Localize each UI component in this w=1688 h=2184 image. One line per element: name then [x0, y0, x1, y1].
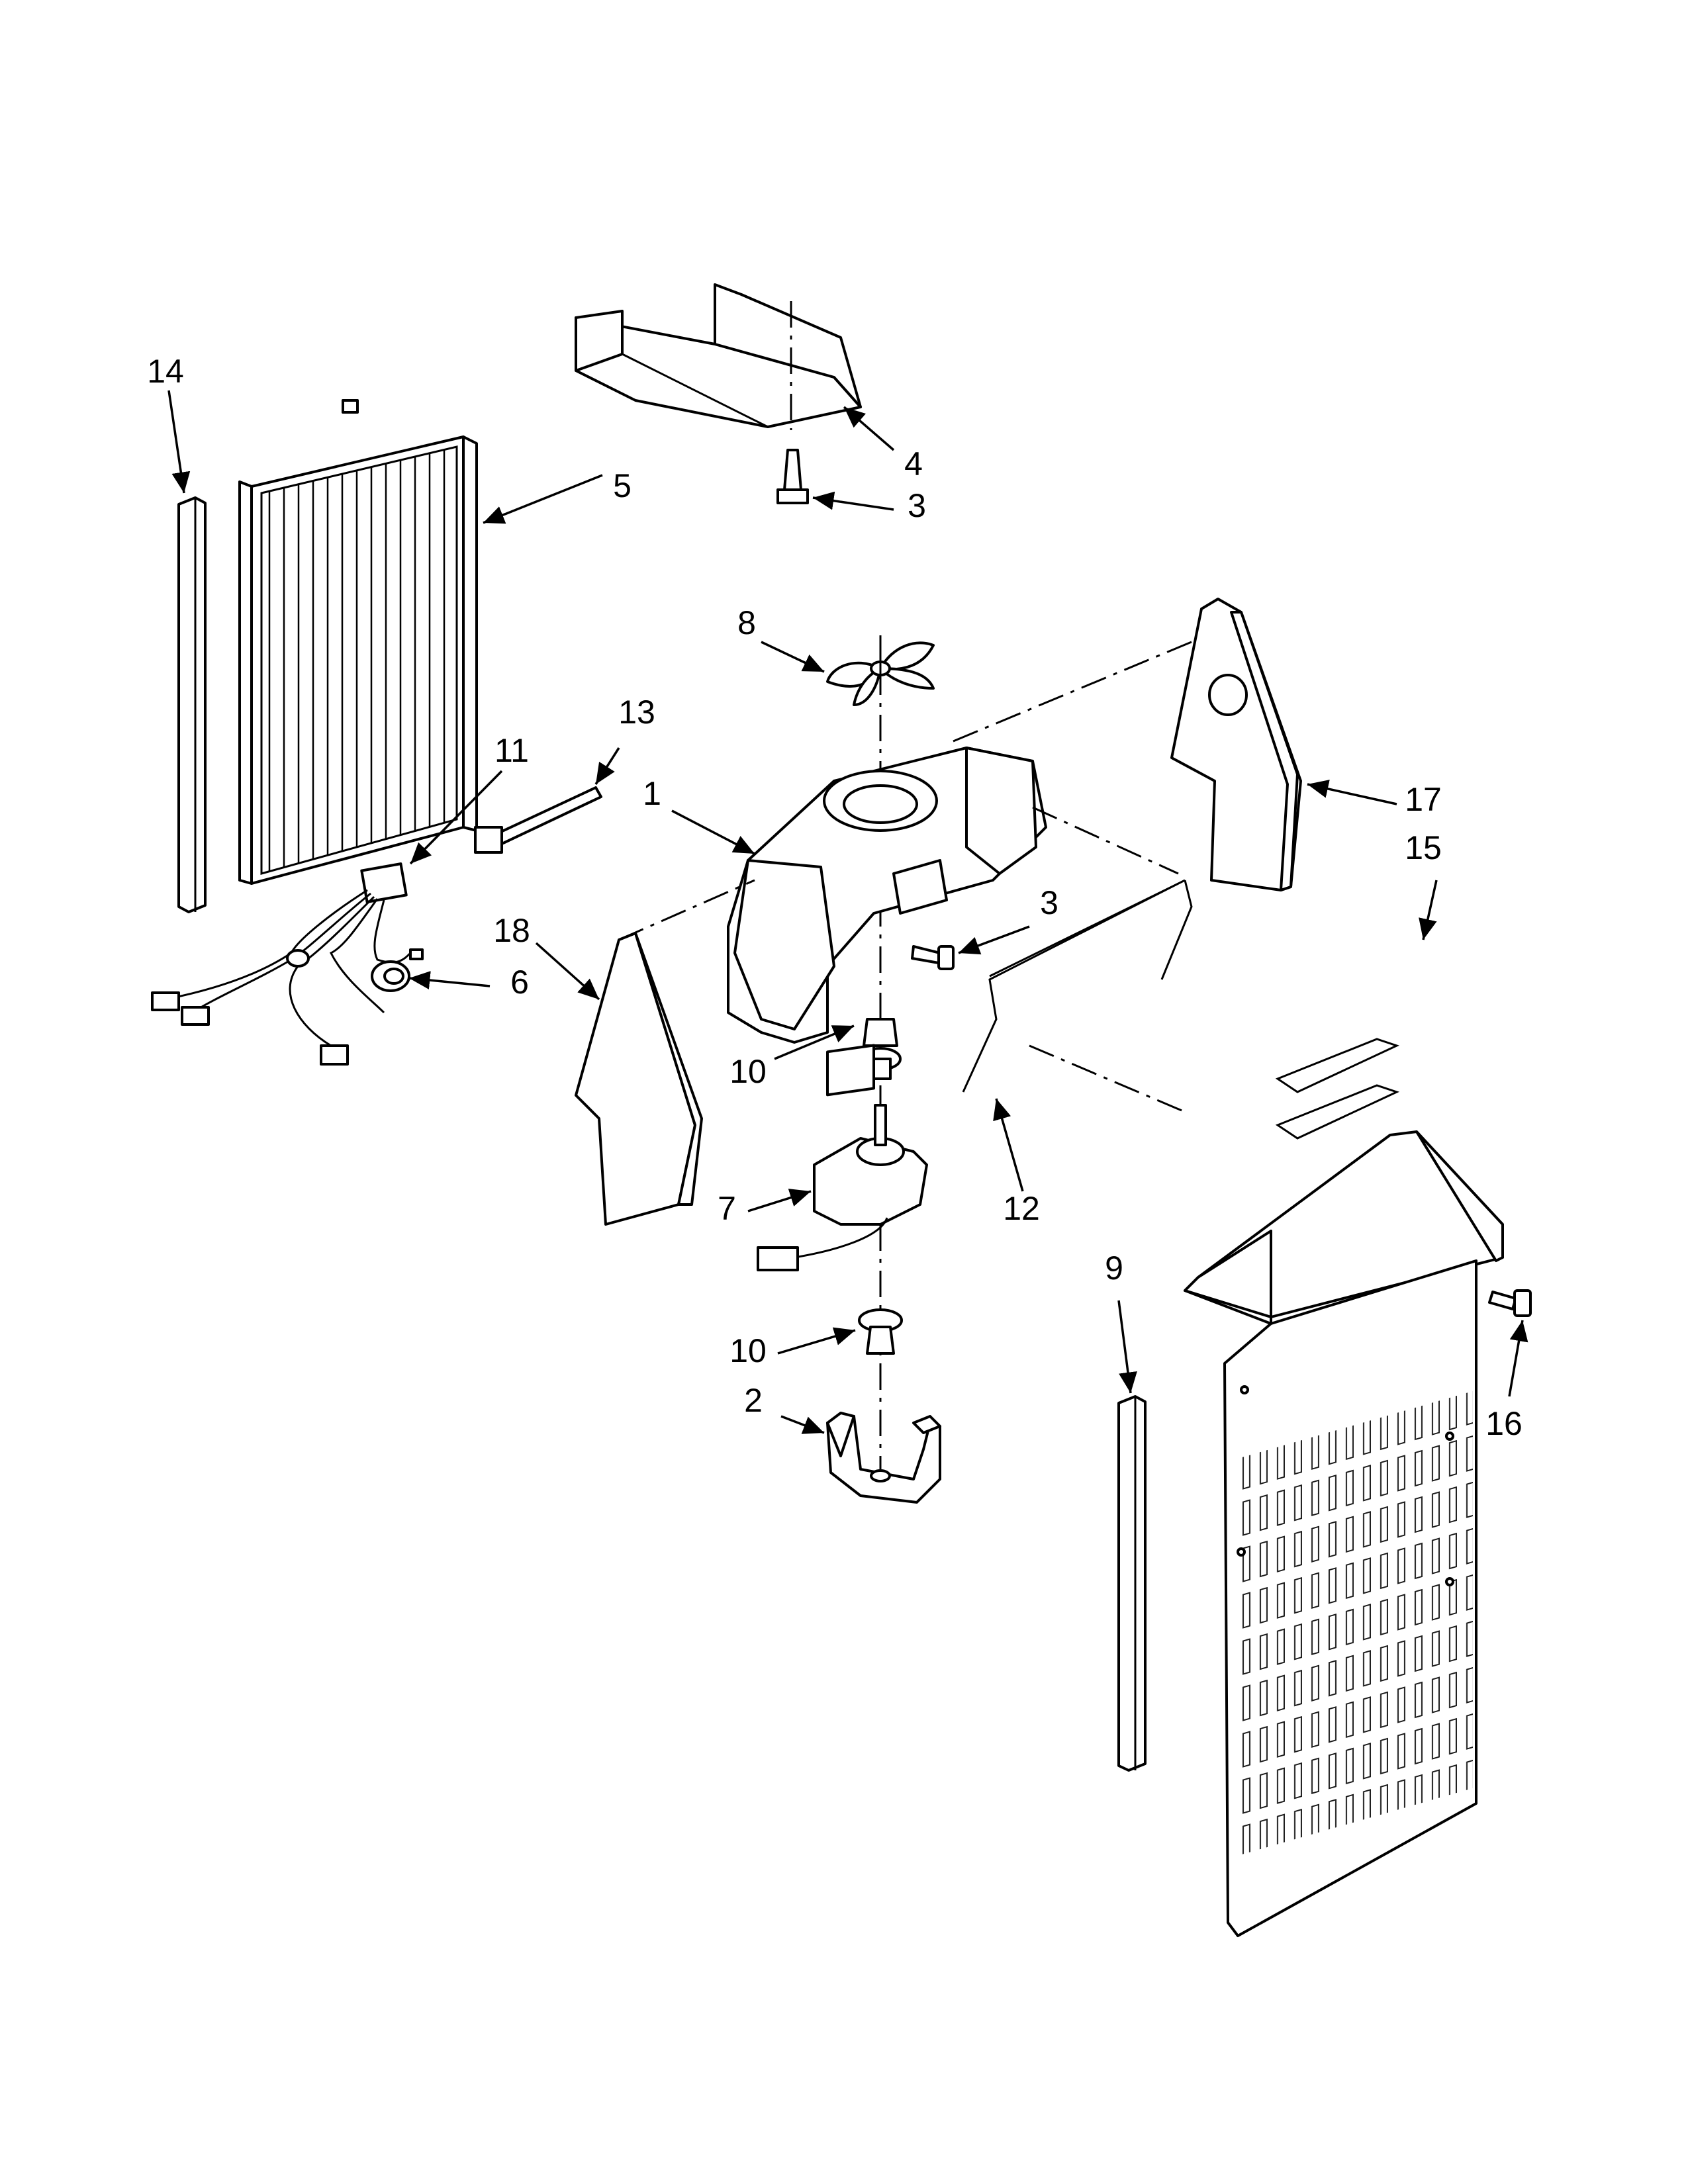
callout-3-top: 3 [908, 487, 926, 524]
callout-15: 15 [1405, 829, 1442, 866]
callout-13: 13 [618, 694, 655, 731]
callout-8: 8 [737, 604, 756, 641]
callout-9: 9 [1105, 1250, 1123, 1287]
part-5-evaporator-panel [238, 399, 478, 885]
callout-2: 2 [744, 1382, 763, 1419]
part-3-screw-top [776, 449, 809, 504]
assembly-lines [618, 641, 1192, 1113]
callout-4: 4 [904, 445, 923, 482]
part-11-wire-harness [151, 862, 424, 1066]
part-7-fan-motor [757, 1044, 928, 1271]
part-2-motor-bracket [826, 1412, 941, 1504]
part-12-wire-bracket [962, 879, 1193, 1093]
callout-18: 18 [493, 912, 530, 949]
callout-11: 11 [494, 732, 529, 769]
part-6-grommet [371, 960, 410, 992]
callout-7: 7 [718, 1190, 736, 1227]
callout-labels: 14 5 4 3 8 13 11 1 17 15 3 18 6 10 7 12 … [147, 353, 1523, 1442]
part-18-left-panel [575, 932, 703, 1226]
part-15-duct-cover [1184, 1038, 1504, 1937]
callout-1: 1 [643, 775, 661, 812]
part-3-screw-middle [911, 945, 955, 970]
leader-lines [167, 390, 1528, 1434]
callout-14: 14 [147, 353, 184, 390]
callout-10-lower: 10 [729, 1332, 767, 1369]
callout-17: 17 [1405, 781, 1442, 818]
part-1-fan-housing [727, 747, 1047, 1044]
part-9-strip [1117, 1395, 1147, 1772]
part-16-screw [1488, 1289, 1532, 1317]
part-13-cable-tie [474, 786, 602, 854]
part-17-right-panel [1170, 598, 1302, 891]
part-8-fan-blade [826, 635, 935, 706]
callout-5: 5 [613, 467, 632, 504]
callout-3-middle: 3 [1040, 884, 1058, 921]
part-14-strip [177, 496, 207, 913]
callout-6: 6 [510, 964, 529, 1001]
callout-10-upper: 10 [729, 1053, 767, 1090]
callout-12: 12 [1003, 1190, 1040, 1227]
callout-16: 16 [1485, 1405, 1523, 1442]
part-4-top-shroud [575, 283, 862, 430]
part-10-bushing-lower [858, 1308, 903, 1355]
